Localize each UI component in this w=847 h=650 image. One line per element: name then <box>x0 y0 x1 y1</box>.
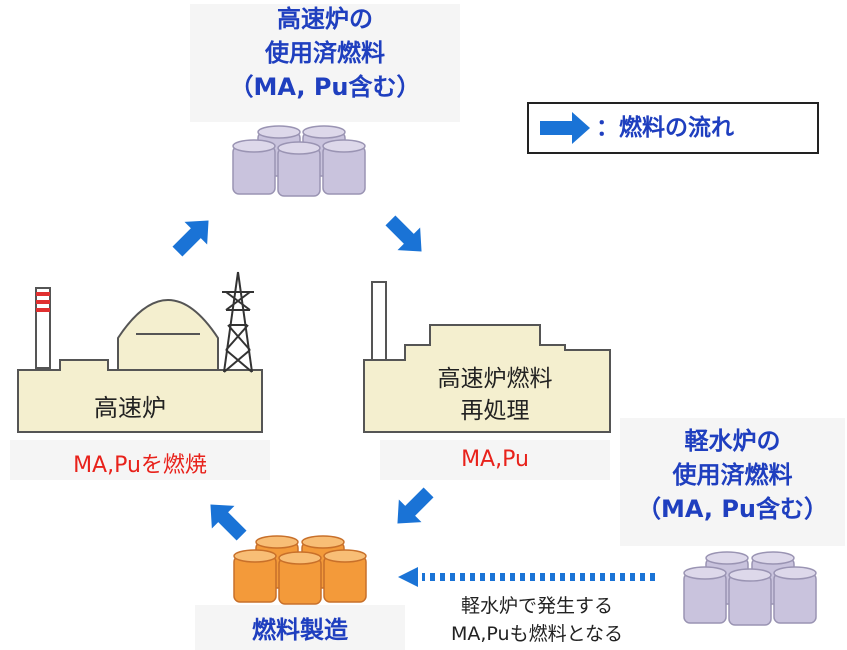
reprocessing-line1: 高速炉燃料 <box>437 366 553 392</box>
transmission-tower-icon <box>222 271 254 373</box>
arrow-up-right-icon <box>172 220 209 257</box>
arrow-up-left-icon <box>210 504 247 541</box>
fabrication-panel <box>195 605 405 650</box>
lwr-fuel-line3: （MA, Pu含む） <box>636 495 829 523</box>
fast-reactor-building-icon <box>17 287 263 433</box>
reprocessing-plant-icon <box>363 281 611 433</box>
top-fuel-line3: （MA, Pu含む） <box>229 73 421 101</box>
reactor-caption: MA,Puを燃焼 <box>73 453 207 478</box>
lwr-fuel-canisters-icon <box>683 551 817 626</box>
note-line2: MA,Puも燃料となる <box>450 623 624 645</box>
top-fuel-label: 高速炉の 使用済燃料 （MA, Pu含む） <box>190 2 460 104</box>
legend-arrow-icon <box>540 112 590 144</box>
top-fuel-canisters-icon <box>232 125 366 197</box>
dotted-arrow-icon <box>398 567 655 587</box>
lwr-fuel-label: 軽水炉の 使用済燃料 （MA, Pu含む） <box>620 424 845 526</box>
reprocessing-line2: 再処理 <box>460 398 530 424</box>
lwr-fuel-line1: 軽水炉の <box>684 427 781 455</box>
reactor-caption-panel <box>10 440 270 480</box>
reprocessing-label: 高速炉燃料 再処理 <box>395 363 595 427</box>
reactor-label: 高速炉 <box>94 394 166 422</box>
fabrication-label: 燃料製造 <box>252 616 348 644</box>
fabricated-fuel-canisters-icon <box>233 535 367 605</box>
lwr-fuel-panel <box>620 418 845 546</box>
note-line1: 軽水炉で発生する <box>460 595 613 617</box>
reprocessing-caption: MA,Pu <box>461 447 529 472</box>
arrow-down-right-icon <box>385 215 422 252</box>
lwr-note: 軽水炉で発生する MA,Puも燃料となる <box>412 592 662 648</box>
top-fuel-line2: 使用済燃料 <box>265 39 385 67</box>
arrow-down-left-icon <box>397 487 434 524</box>
lwr-fuel-line2: 使用済燃料 <box>672 461 793 489</box>
legend-text: ：燃料の流れ <box>596 115 734 141</box>
top-fuel-panel <box>190 4 460 122</box>
top-fuel-line1: 高速炉の <box>277 5 373 33</box>
reprocessing-caption-panel <box>380 440 610 480</box>
